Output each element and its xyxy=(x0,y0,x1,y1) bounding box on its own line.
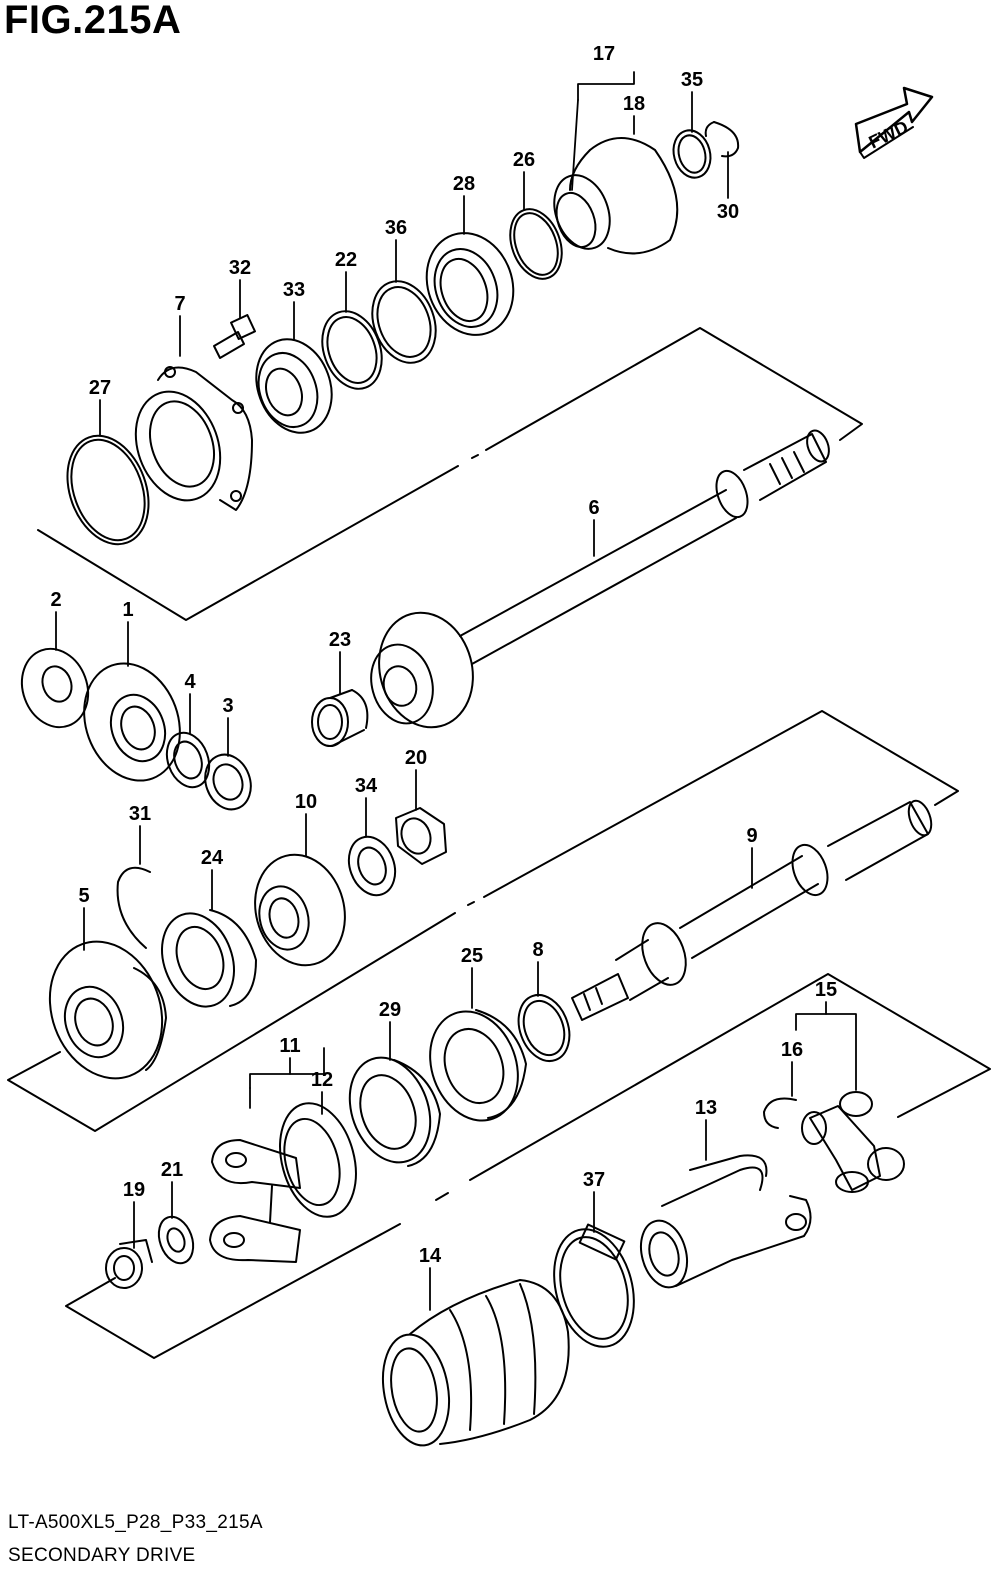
part-31-circlip xyxy=(116,866,151,949)
callout-26: 26 xyxy=(513,149,535,171)
part-8-o-ring xyxy=(517,994,571,1062)
callout-37: 37 xyxy=(583,1169,605,1191)
part-6-propeller-shaft xyxy=(459,429,830,665)
callout-22: 22 xyxy=(335,249,357,271)
part-22-washer xyxy=(321,310,383,390)
part-27-o-ring xyxy=(66,434,150,546)
callout-10: 10 xyxy=(295,791,317,813)
callout-8: 8 xyxy=(532,939,543,961)
callout-29: 29 xyxy=(379,999,401,1021)
part-6-drive-gear xyxy=(370,611,474,729)
part-1-bevel-gear xyxy=(83,662,181,782)
callout-4: 4 xyxy=(184,671,196,693)
part-23-needle-bearing xyxy=(311,689,369,747)
part-28-oil-seal xyxy=(425,232,515,336)
callout-15: 15 xyxy=(815,979,837,1001)
callout-35: 35 xyxy=(681,69,703,91)
callout-16: 16 xyxy=(781,1039,803,1061)
callout-9: 9 xyxy=(746,825,757,847)
callout-25: 25 xyxy=(461,945,483,967)
part-2-shim xyxy=(20,647,90,729)
part-36-circlip xyxy=(371,280,437,364)
part-19-nut xyxy=(105,1239,153,1289)
part-3-bearing xyxy=(204,753,252,811)
model-code: LT-A500XL5_P28_P33_215A xyxy=(8,1512,263,1533)
assembly-outline-lower xyxy=(65,973,991,1359)
callout-33: 33 xyxy=(283,279,305,301)
callout-2: 2 xyxy=(50,589,61,611)
part-35-circlip xyxy=(672,129,712,179)
part-21-washer xyxy=(157,1215,195,1265)
assembly-outline-middle xyxy=(7,710,959,1132)
callout-32: 32 xyxy=(229,257,251,279)
callout-23: 23 xyxy=(329,629,351,651)
section-name: SECONDARY DRIVE xyxy=(8,1545,196,1566)
figure-title: FIG.215A xyxy=(4,0,182,42)
callout-11: 11 xyxy=(279,1035,300,1057)
part-7-bearing-case xyxy=(134,366,253,511)
part-33-bearing xyxy=(255,338,333,434)
callout-31: 31 xyxy=(129,803,151,825)
assembly-outline-upper xyxy=(37,327,863,621)
part-18-bearing-housing xyxy=(553,137,679,255)
callout-5: 5 xyxy=(78,885,89,907)
callout-1: 1 xyxy=(122,599,133,621)
part-9-output-shaft xyxy=(571,799,933,1021)
part-32-bolt xyxy=(213,314,256,359)
part-12-yoke-flange xyxy=(279,1102,357,1218)
callout-21: 21 xyxy=(161,1159,183,1181)
part-20-nut xyxy=(395,807,447,865)
callout-36: 36 xyxy=(385,217,407,239)
part-24-bearing xyxy=(161,909,257,1008)
part-5-bevel-gear xyxy=(48,940,167,1080)
callout-24: 24 xyxy=(201,847,224,869)
callout-20: 20 xyxy=(405,747,427,769)
part-37-clamp xyxy=(553,1223,635,1348)
callout-27: 27 xyxy=(89,377,111,399)
callout-28: 28 xyxy=(453,173,475,195)
callout-30: 30 xyxy=(717,201,739,223)
callout-6: 6 xyxy=(588,497,599,519)
callout-3: 3 xyxy=(222,695,233,717)
callout-34: 34 xyxy=(355,775,378,797)
callout-12: 12 xyxy=(311,1069,333,1091)
callout-7: 7 xyxy=(174,293,185,315)
callout-18: 18 xyxy=(623,93,645,115)
fwd-arrow-icon xyxy=(854,86,934,159)
callout-13: 13 xyxy=(695,1097,717,1119)
part-16-circlip xyxy=(763,1097,797,1129)
callout-19: 19 xyxy=(123,1179,145,1201)
callout-17: 17 xyxy=(593,43,615,65)
part-4-washer xyxy=(165,731,211,789)
part-11-yoke xyxy=(209,1139,301,1263)
part-10-gear xyxy=(254,853,346,967)
callout-14: 14 xyxy=(419,1245,442,1267)
part-13-slip-yoke xyxy=(639,1154,812,1289)
part-29-oil-seal xyxy=(348,1056,441,1167)
part-34-washer xyxy=(347,835,397,897)
part-25-bearing xyxy=(429,1009,527,1122)
part-14-boot xyxy=(382,1279,570,1447)
leader-lines xyxy=(55,71,857,1311)
part-15-universal-joint-spider xyxy=(801,1091,905,1193)
